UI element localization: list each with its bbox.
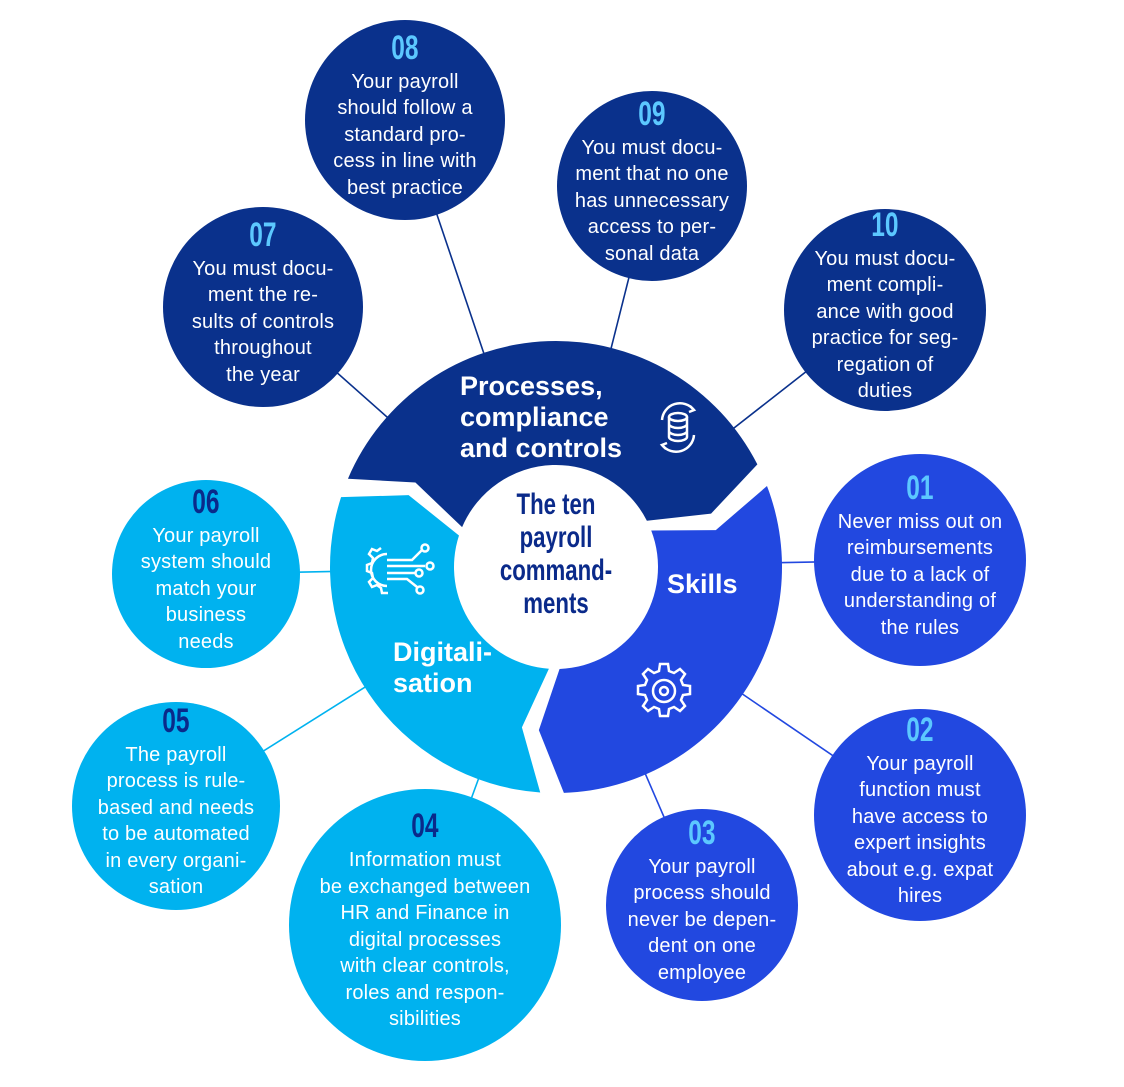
commandment-text-line: due to a lack of: [850, 563, 990, 586]
commandment-text-line: in every organi-: [105, 849, 247, 872]
commandment-number: 01: [906, 468, 934, 507]
commandment-text-line: hires: [897, 885, 943, 907]
commandment-text-line: function must: [859, 779, 981, 801]
commandment-text-line: ance with good: [816, 300, 954, 323]
center-title-line: The ten: [516, 488, 596, 521]
commandment-text-line: system should: [140, 551, 272, 574]
center-circle: [461, 472, 651, 662]
commandment-text-line: You must docu-: [814, 247, 956, 270]
segment-digitalisation: [330, 495, 549, 793]
commandment-text-line: HR and Finance in: [340, 902, 510, 925]
commandment-text-line: understanding of: [843, 590, 997, 613]
gear-icon: [636, 662, 692, 718]
commandment-text-line: ment the re-: [207, 284, 319, 307]
commandment-text-line: Your payroll: [152, 524, 260, 547]
commandment-number: 08: [391, 28, 419, 67]
commandment-text-line: have access to: [851, 805, 989, 828]
commandment-text-line: should follow a: [337, 97, 473, 120]
segment-processes: [347, 340, 758, 528]
commandment-text-line: expert insights: [854, 832, 986, 854]
commandment-number: 05: [162, 701, 190, 740]
commandment-number: 06: [192, 482, 220, 521]
label-line: and controls: [460, 433, 623, 463]
label-line: Digitali-: [393, 637, 492, 667]
center-title: The ten payroll command- ments: [492, 488, 619, 620]
label-line: compliance: [460, 402, 609, 432]
commandment-text-line: the year: [226, 363, 300, 386]
commandment-text-line: You must docu-: [581, 136, 723, 159]
commandment-text-line: throughout: [214, 337, 312, 360]
commandment-text-line: best practice: [347, 176, 463, 199]
commandment-text-line: dent on one: [648, 935, 756, 958]
center-title-line: command-: [499, 554, 613, 587]
commandment-text-line: process is rule-: [106, 770, 246, 792]
commandment-text-line: sults of controls: [191, 310, 335, 333]
commandment-text-line: You must docu-: [192, 257, 334, 280]
commandment-text-line: business: [165, 604, 247, 627]
commandment-text-line: employee: [657, 961, 747, 984]
label-line: Skills: [667, 569, 738, 599]
commandment-text-line: Your payroll: [351, 70, 459, 93]
segment-label-digitalisation: Digitali- sation: [393, 637, 492, 699]
commandment-text-line: has unnecessary: [574, 189, 730, 212]
commandment-text-line: match your: [155, 577, 257, 600]
commandment-text-line: be exchanged between: [319, 875, 531, 898]
commandment-number: 02: [906, 710, 934, 749]
commandment-text-line: cess in line with: [333, 150, 477, 173]
commandment-text-line: sation: [148, 876, 204, 898]
commandment-text-line: Your payroll: [648, 855, 756, 878]
commandment-number: 07: [249, 215, 277, 254]
segment-skills: [538, 486, 782, 793]
database-sync-icon: [659, 402, 697, 453]
label-line: Processes,: [460, 371, 603, 401]
commandment-text-line: regation of: [836, 353, 934, 376]
commandment-text-line: never be depen-: [627, 908, 777, 931]
commandment-text-line: duties: [857, 380, 913, 402]
commandment-text-line: with clear controls,: [340, 955, 510, 978]
commandment-text-line: ment compli-: [826, 274, 944, 296]
commandment-text-line: Your payroll: [866, 752, 974, 775]
commandment-text-line: process should: [633, 882, 771, 905]
commandment-text-line: The payroll: [125, 743, 227, 766]
commandment-text-line: roles and respon-: [345, 981, 505, 1004]
center-title-line: ments: [523, 587, 589, 620]
commandment-text-line: digital processes: [348, 928, 502, 951]
commandment-text-line: sonal data: [604, 242, 700, 265]
center-title-line: payroll: [519, 521, 593, 554]
commandment-number: 09: [638, 94, 666, 133]
commandment-text-line: based and needs: [97, 796, 255, 819]
commandment-text-line: practice for seg-: [811, 327, 959, 349]
commandment-text-line: needs: [178, 630, 234, 653]
commandment-text-line: Never miss out on: [837, 510, 1003, 533]
commandment-text-line: about e.g. expat: [846, 858, 994, 881]
circuit-gear-icon: [365, 543, 435, 595]
commandment-text-line: ment that no one: [575, 163, 729, 186]
commandment-text-line: to be automated: [102, 823, 250, 845]
commandment-text-line: Information must: [348, 849, 502, 872]
commandment-text-line: access to per-: [587, 216, 717, 239]
segment-label-skills: Skills: [667, 569, 738, 600]
label-line: sation: [393, 668, 473, 698]
commandment-text-line: standard pro-: [344, 123, 466, 146]
commandment-number: 03: [688, 813, 716, 852]
commandment-text-line: sibilities: [388, 1008, 462, 1031]
commandment-number: 10: [871, 205, 899, 244]
segment-label-processes: Processes, compliance and controls: [460, 371, 622, 464]
commandment-text-line: the rules: [880, 616, 960, 639]
commandment-number: 04: [411, 807, 439, 846]
commandment-text-line: reimbursements: [846, 537, 994, 560]
